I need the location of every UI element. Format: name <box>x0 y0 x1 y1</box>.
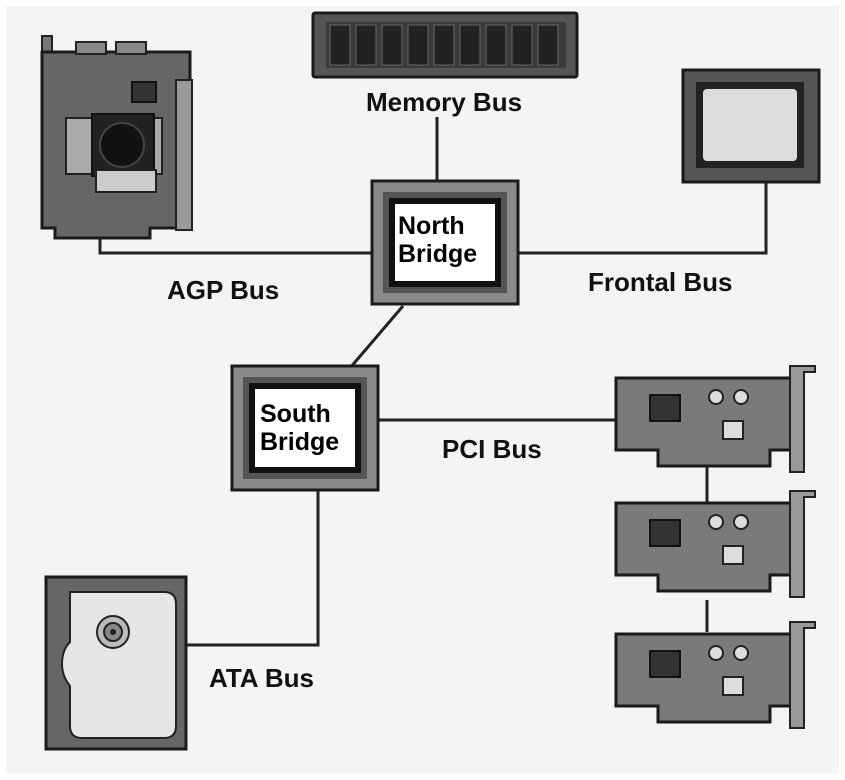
nb-sb-link-wire <box>348 305 405 369</box>
memory-bus-label: Memory Bus <box>362 87 527 117</box>
frontal-bus-wire <box>518 183 768 255</box>
ata-bus-wire <box>185 490 320 647</box>
pci-card-icon <box>614 365 816 473</box>
monitor-icon <box>681 68 821 184</box>
south-bridge-line1: South <box>260 400 331 428</box>
north-bridge-label: North Bridge <box>398 212 494 268</box>
agp-bus-label: AGP Bus <box>163 275 284 305</box>
bus-wires <box>98 112 768 647</box>
pci-bus-label: PCI Bus <box>438 434 546 464</box>
frontal-bus-label: Frontal Bus <box>584 267 737 297</box>
south-bridge-label: South Bridge <box>260 400 354 456</box>
memory-module-icon <box>311 11 579 79</box>
north-bridge-line1: North <box>398 212 465 240</box>
pci-card-icon <box>614 621 816 729</box>
ata-bus-label: ATA Bus <box>205 663 318 693</box>
north-bridge-line2: Bridge <box>398 240 478 268</box>
south-bridge-line2: Bridge <box>260 428 340 456</box>
agp-graphics-card-icon <box>40 35 193 240</box>
pci-card-icon <box>614 490 816 598</box>
hard-drive-icon <box>44 575 188 751</box>
